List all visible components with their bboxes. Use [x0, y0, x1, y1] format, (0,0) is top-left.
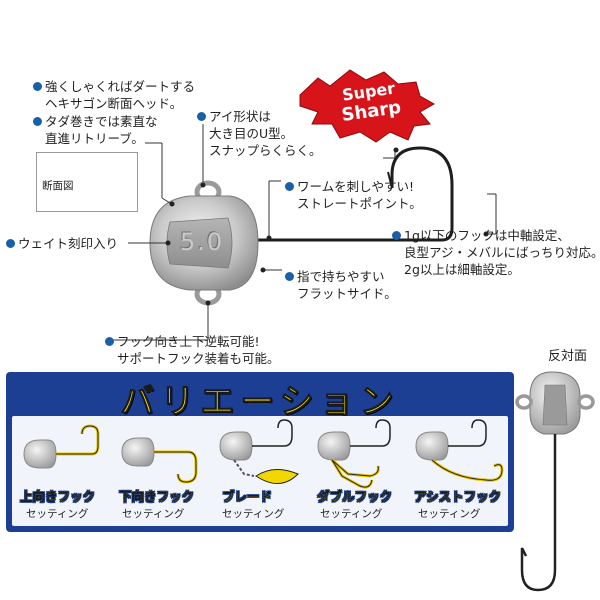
note-text: 直進リトリーブ。: [45, 131, 144, 146]
bullet-icon: [285, 272, 294, 281]
note-point: ワームを刺しやすい! ストレートポイント。: [285, 178, 422, 212]
variation-label-down: 下向きフック: [119, 489, 195, 504]
variation-assist-hook: [415, 419, 504, 482]
note-text: ワームを刺しやすい!: [297, 179, 415, 194]
cross-section-box: 断面図: [36, 152, 138, 212]
variation-double-hook: [317, 419, 391, 489]
note-text: 1g以下のフックは中軸設定、: [404, 228, 570, 243]
bullet-icon: [105, 337, 114, 346]
note-text: ウェイト刻印入り: [18, 236, 119, 251]
variation-sub-down: セッティング: [122, 508, 185, 520]
note-text: 良型アジ・メバルにばっちり対応。: [404, 245, 600, 260]
variation-blade: [219, 419, 299, 484]
variations-inner: 上向きフック セッティング 下向きフック セッティング ブレード セッティング …: [12, 416, 508, 526]
note-hex-head: 強くしゃくればダートする ヘキサゴン断面ヘッド。: [33, 78, 195, 112]
note-text: タダ巻きでは素直な: [45, 114, 158, 129]
note-text: サポートフック装着も可能。: [117, 351, 280, 366]
variations-panel: バリエーション: [6, 372, 514, 532]
note-text: 大き目のU型。: [209, 126, 294, 141]
bullet-icon: [33, 82, 42, 91]
variation-label-assist: アシストフック: [414, 489, 502, 504]
note-text: ストレートポイント。: [297, 196, 422, 211]
note-text: 強くしゃくればダートする: [45, 79, 196, 94]
hook-shank: [245, 146, 454, 242]
note-text: アイ形状は: [209, 109, 271, 124]
note-text: 2g以上は細軸設定。: [404, 262, 520, 277]
variation-sub-double: セッティング: [320, 508, 383, 520]
note-text: スナップらくらく。: [209, 143, 322, 158]
note-text: ヘキサゴン断面ヘッド。: [45, 96, 183, 111]
bullet-icon: [392, 231, 401, 240]
leader-lines: [109, 124, 497, 341]
reverse-side-figure: [515, 371, 595, 592]
variation-sub-blade: セッティング: [222, 508, 285, 520]
bullet-icon: [285, 182, 294, 191]
note-text: 指で持ちやすい: [297, 269, 385, 284]
super-sharp-badge: [299, 69, 436, 143]
note-text: フラットサイド。: [297, 286, 397, 301]
bullet-icon: [6, 239, 15, 248]
variation-illustrations: [23, 419, 504, 489]
variation-up-hook: [23, 424, 100, 469]
note-flat-side: 指で持ちやすい フラットサイド。: [285, 268, 397, 302]
variations-title: バリエーション: [120, 382, 400, 423]
variation-down-hook: [121, 437, 198, 484]
cross-section-label: 断面図: [42, 180, 74, 192]
note-hook: 1g以下のフックは中軸設定、 良型アジ・メバルにばっちり対応。 2g以上は細軸設…: [392, 227, 600, 278]
bullet-icon: [197, 112, 206, 121]
bullet-icon: [33, 117, 42, 126]
note-weight: ウェイト刻印入り: [6, 235, 118, 252]
note-eye: アイ形状は 大き目のU型。 スナップらくらく。: [197, 108, 322, 159]
variation-sub-assist: セッティング: [418, 508, 481, 520]
variation-sub-up: セッティング: [26, 508, 89, 520]
note-retrieve: タダ巻きでは素直な 直進リトリーブ。: [33, 113, 158, 147]
note-reverse: フック向き上下逆転可能! サポートフック装着も可能。: [105, 333, 280, 367]
variation-label-up: 上向きフック: [20, 489, 96, 504]
note-text: フック向き上下逆転可能!: [117, 334, 260, 349]
weight-stamp: 5.0: [179, 228, 225, 256]
reverse-side-label: 反対面: [548, 349, 588, 364]
variation-label-double: ダブルフック: [317, 489, 393, 504]
variation-label-blade: ブレード: [222, 489, 273, 504]
